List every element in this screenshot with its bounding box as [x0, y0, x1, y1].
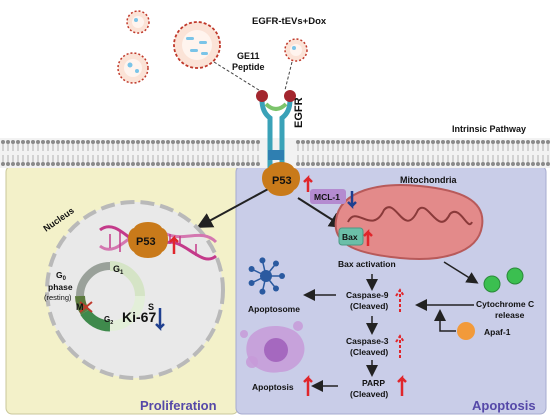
up-arrow-icon [169, 234, 179, 254]
treatment-label: EGFR-tEVs+Dox [252, 16, 327, 27]
ev-particle-icon [126, 10, 150, 34]
apoptotic-cell-icon [240, 321, 305, 373]
p53-nuclear-label: P53 [136, 236, 156, 248]
s-phase-label: S [148, 302, 154, 312]
bax-activation-label: Bax activation [338, 259, 396, 269]
ev-to-receptor-line [284, 61, 293, 91]
apaf1-icon [457, 322, 475, 340]
g0-phase-line3: (resting) [44, 293, 72, 302]
up-arrow-icon [395, 288, 405, 312]
peptide-label-line2: Peptide [232, 62, 265, 72]
up-arrow-icon [395, 334, 405, 358]
mcl1-box [310, 189, 346, 204]
down-arrow-icon [155, 308, 165, 332]
cytochrome-label-line1: Cytochrome C [476, 299, 534, 309]
egfr-receptor-icon [256, 90, 296, 170]
up-arrow-icon [397, 374, 407, 396]
arrow-apaf1-to-caspase9 [434, 309, 456, 332]
ev-to-receptor-line [213, 61, 263, 93]
pathway-label: Intrinsic Pathway [452, 124, 526, 134]
bax-box [338, 227, 364, 246]
ki67-label: Ki-67 [122, 309, 156, 325]
cytochrome-label-line2: release [495, 310, 525, 320]
cytochrome-c-icon [483, 267, 524, 293]
up-arrow-icon [363, 228, 373, 246]
apoptosome-icon [248, 257, 285, 295]
ev-particle-icon [173, 21, 221, 69]
caspase9-label-line2: (Cleaved) [350, 301, 388, 311]
parp-label-line1: PARP [362, 378, 385, 388]
caspase3-label-line1: Caspase-3 [346, 336, 389, 346]
up-arrow-icon [303, 174, 313, 192]
caspase3-label-line2: (Cleaved) [350, 347, 388, 357]
arrow-to-cytochrome [443, 261, 479, 284]
ev-particle-icon [117, 52, 149, 84]
g1-label: G1 [113, 264, 124, 276]
bax-label: Bax [342, 232, 358, 242]
proliferation-title: Proliferation [140, 398, 217, 413]
receptor-label: EGFR [293, 97, 305, 128]
peptide-label-line1: GE11 [237, 51, 260, 61]
down-arrow-icon [347, 191, 357, 210]
mitochondria-label: Mitochondria [400, 175, 457, 185]
cell-cycle-icon [75, 261, 145, 332]
ev-particle-icon [284, 38, 308, 62]
p53-icon [262, 162, 300, 196]
up-arrow-icon [303, 374, 313, 396]
cell-membrane [0, 138, 550, 168]
p53-nuclear-icon [128, 222, 168, 258]
arrow-p53-to-apoptosis [297, 197, 346, 229]
apoptosis-cell-label: Apoptosis [252, 382, 294, 392]
apoptosis-title: Apoptosis [472, 398, 536, 413]
apaf1-label: Apaf-1 [484, 327, 511, 337]
apoptosome-label: Apoptosome [248, 304, 300, 314]
p53-label: P53 [272, 175, 292, 187]
m-phase-label: M [76, 302, 84, 312]
arrow-p53-to-nucleus [196, 187, 271, 228]
g2-label: G2 [104, 315, 113, 326]
mitochondria-icon [334, 184, 484, 260]
caspase9-label-line1: Caspase-9 [346, 290, 389, 300]
parp-label-line2: (Cleaved) [350, 389, 388, 399]
g0-phase-label: G0 [56, 270, 67, 282]
mcl1-label: MCL-1 [314, 192, 340, 202]
g0-phase-line2: phase [48, 282, 73, 292]
